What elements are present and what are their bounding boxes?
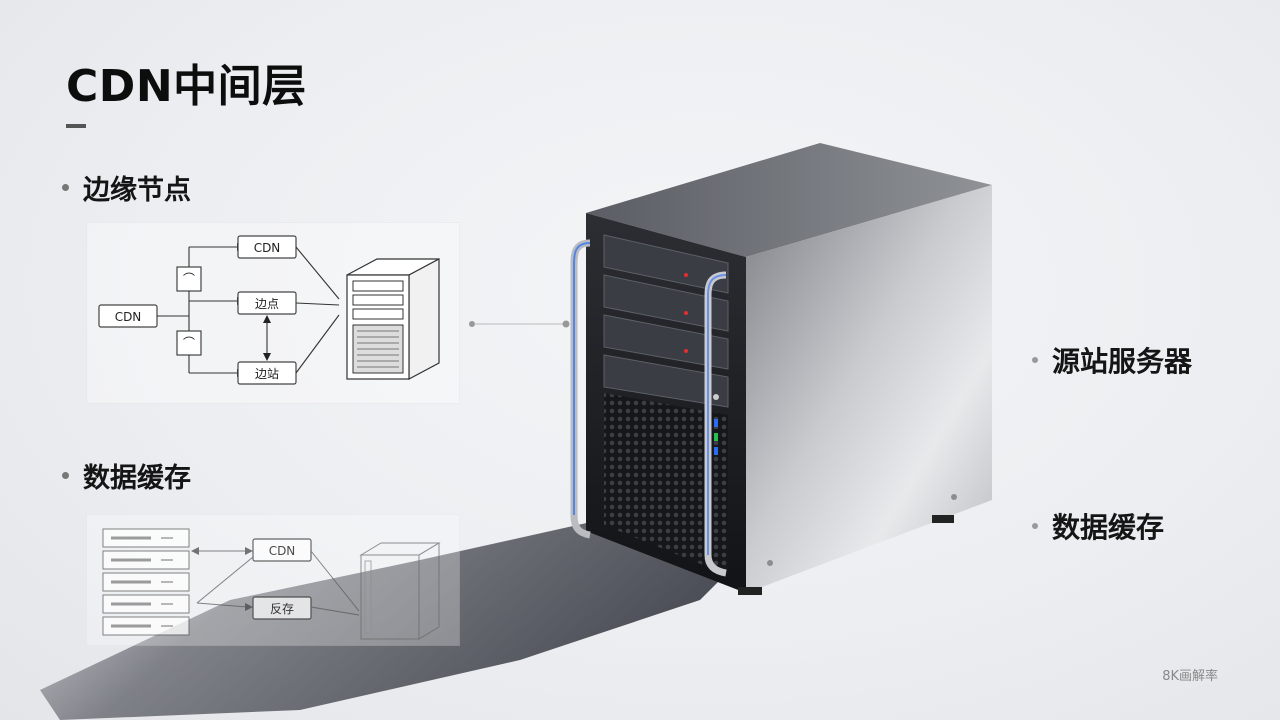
section-edge-label: 边缘节点 [83,175,191,206]
cache-diagram: CDN 反存 [86,514,460,646]
edge-node-bottom-text: 边站 [255,367,279,381]
bullet-dot [1032,523,1038,529]
edge-node-diagram: CDN ⌒ ⌒ CDN 边点 边站 [86,222,460,404]
cache-store-box [252,596,312,620]
section-cache-label: 数据缓存 [83,463,191,494]
page-title: CDN中间层 [66,61,307,112]
front-mesh-grille [604,393,728,575]
origin-server-label: 源站服务器 [1032,340,1192,380]
edge-diagram-svg: CDN ⌒ ⌒ CDN 边点 边站 [98,235,440,385]
cache-cdn-text: CDN [269,544,296,558]
section-cache-heading: 数据缓存 [62,456,191,495]
cdn-top-text: CDN [254,241,281,255]
router-box-top [176,266,202,292]
storage-stack-icon [102,528,190,636]
bullet-dot [1032,357,1038,363]
cache-diagram-svg: CDN 反存 [102,528,441,640]
data-cache-label: 数据缓存 [1032,506,1164,546]
edge-connector-line [469,320,570,328]
watermark: 8K画解率 [1162,669,1218,684]
svg-text:⌒: ⌒ [183,272,195,286]
server-tower-illustration [570,143,992,595]
bullet-dot [62,472,69,479]
cache-cdn-box [252,538,312,562]
cdn-left-text: CDN [115,310,142,324]
section-edge-heading: 边缘节点 [62,168,191,207]
drive-bays [603,234,729,408]
cache-store-text: 反存 [270,602,294,616]
edge-node-mid-text: 边点 [255,297,279,311]
server-outline-icon [359,542,441,640]
bullet-dot [62,184,69,191]
origin-server-text: 源站服务器 [1052,345,1193,378]
status-leds [713,394,719,455]
data-cache-text: 数据缓存 [1052,511,1165,544]
server-sketch-icon [346,258,440,380]
svg-text:⌒: ⌒ [183,336,195,350]
title-underline [66,124,86,128]
